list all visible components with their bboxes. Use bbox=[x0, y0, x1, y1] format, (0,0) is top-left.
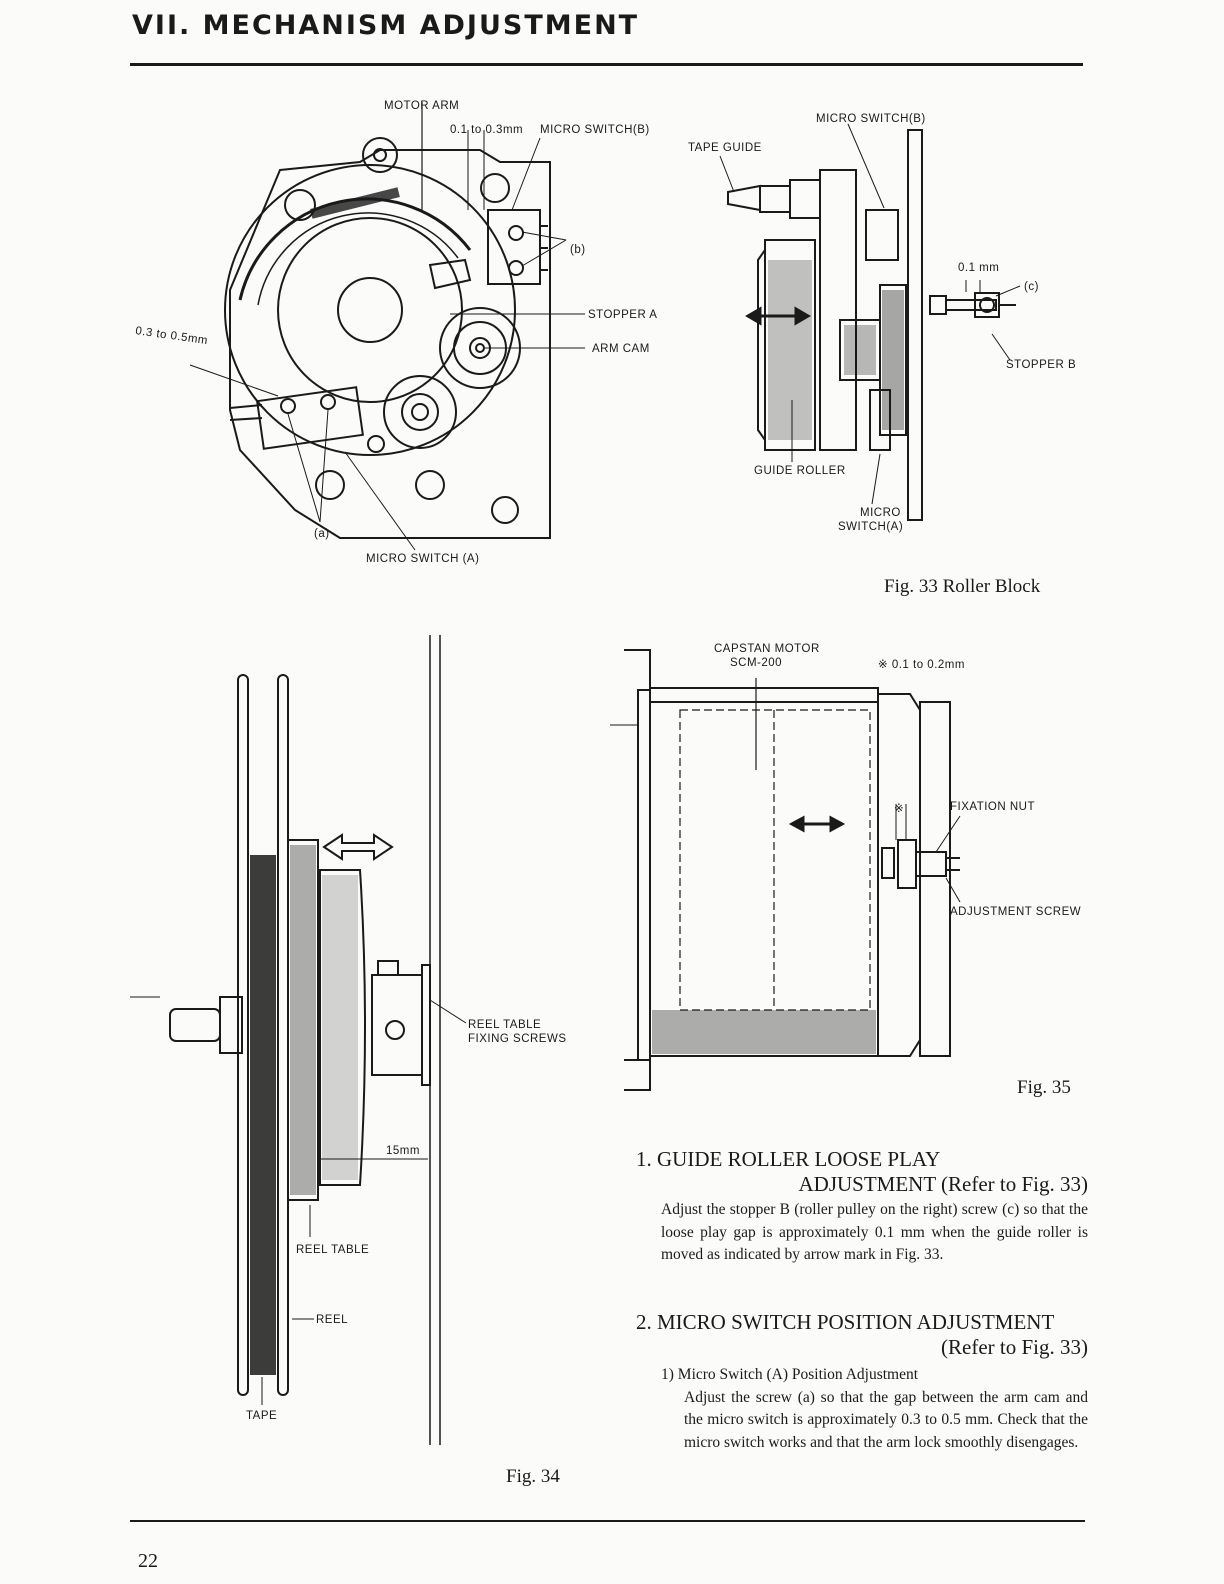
label-reel-table-fixing-1: REEL TABLE bbox=[468, 1019, 541, 1031]
top-rule bbox=[130, 63, 1083, 66]
label-b: (b) bbox=[570, 244, 586, 256]
section-1-body: Adjust the stopper B (roller pulley on t… bbox=[661, 1201, 1088, 1263]
section-1-title-line-1: 1. GUIDE ROLLER LOOSE PLAY bbox=[636, 1147, 941, 1171]
label-gap-capstan: ※ 0.1 to 0.2mm bbox=[878, 659, 965, 671]
label-gap-left: 0.3 to 0.5mm bbox=[135, 325, 209, 347]
section-2-title-line-1: 2. MICRO SWITCH POSITION ADJUSTMENT bbox=[636, 1310, 1055, 1334]
fig33-side-view-diagram: MICRO SWITCH(B) TAPE GUIDE 0.1 mm (c) ST… bbox=[688, 113, 1076, 533]
label-arm-cam: ARM CAM bbox=[592, 343, 650, 355]
label-adjustment-screw: ADJUSTMENT SCREW bbox=[950, 906, 1081, 918]
label-dim-15mm: 15mm bbox=[386, 1145, 420, 1157]
label-a: (a) bbox=[314, 528, 330, 540]
label-motor-arm: MOTOR ARM bbox=[384, 100, 459, 112]
label-tape: TAPE bbox=[246, 1410, 277, 1422]
section-heading: VII. MECHANISM ADJUSTMENT bbox=[132, 10, 640, 41]
label-stopper-b: STOPPER B bbox=[1006, 359, 1076, 371]
label-capstan-model: SCM-200 bbox=[730, 657, 782, 669]
label-micro-right-2: SWITCH(A) bbox=[838, 521, 903, 533]
fig35-capstan-motor-diagram: CAPSTAN MOTOR SCM-200 ※ 0.1 to 0.2mm ※ F… bbox=[610, 643, 1081, 1091]
label-micro-switch-a-left: MICRO SWITCH (A) bbox=[366, 553, 479, 565]
label-guide-roller: GUIDE ROLLER bbox=[754, 465, 846, 477]
fig34-reel-table-diagram: REEL TABLE FIXING SCREWS 15mm REEL TABLE… bbox=[130, 635, 567, 1445]
label-micro-switch-b-left: MICRO SWITCH(B) bbox=[540, 124, 650, 136]
page-number: 22 bbox=[138, 1550, 158, 1572]
label-micro-right-1: MICRO bbox=[860, 507, 901, 519]
section-2-body: Adjust the screw (a) so that the gap bet… bbox=[684, 1388, 1088, 1451]
section-2-title-line-2: (Refer to Fig. 33) bbox=[941, 1335, 1088, 1359]
label-c: (c) bbox=[1024, 281, 1039, 293]
fig33-plan-view-diagram: MOTOR ARM 0.1 to 0.3mm MICRO SWITCH(B) (… bbox=[135, 100, 657, 565]
section-1-title-line-2: ADJUSTMENT (Refer to Fig. 33) bbox=[798, 1172, 1088, 1196]
label-fixation-nut: FIXATION NUT bbox=[950, 801, 1035, 813]
label-gap-star: ※ bbox=[894, 803, 904, 815]
fig34-caption: Fig. 34 bbox=[506, 1466, 560, 1487]
fig35-caption: Fig. 35 bbox=[1017, 1077, 1071, 1098]
label-reel: REEL bbox=[316, 1314, 348, 1326]
label-gap-right: 0.1 mm bbox=[958, 262, 999, 274]
section-1: 1. GUIDE ROLLER LOOSE PLAY ADJUSTMENT (R… bbox=[636, 1147, 1088, 1267]
label-reel-table: REEL TABLE bbox=[296, 1244, 369, 1256]
label-gap-motor-arm: 0.1 to 0.3mm bbox=[450, 124, 523, 136]
label-stopper-a: STOPPER A bbox=[588, 309, 657, 321]
section-2: 2. MICRO SWITCH POSITION ADJUSTMENT (Ref… bbox=[636, 1310, 1088, 1454]
label-capstan-motor: CAPSTAN MOTOR bbox=[714, 643, 820, 655]
fig33-caption: Fig. 33 Roller Block bbox=[884, 576, 1041, 597]
label-reel-table-fixing-2: FIXING SCREWS bbox=[468, 1033, 567, 1045]
label-micro-switch-b-right: MICRO SWITCH(B) bbox=[816, 113, 926, 125]
bottom-rule bbox=[130, 1520, 1085, 1522]
label-tape-guide: TAPE GUIDE bbox=[688, 142, 762, 154]
section-2-subheading: 1) Micro Switch (A) Position Adjustment bbox=[661, 1366, 919, 1383]
